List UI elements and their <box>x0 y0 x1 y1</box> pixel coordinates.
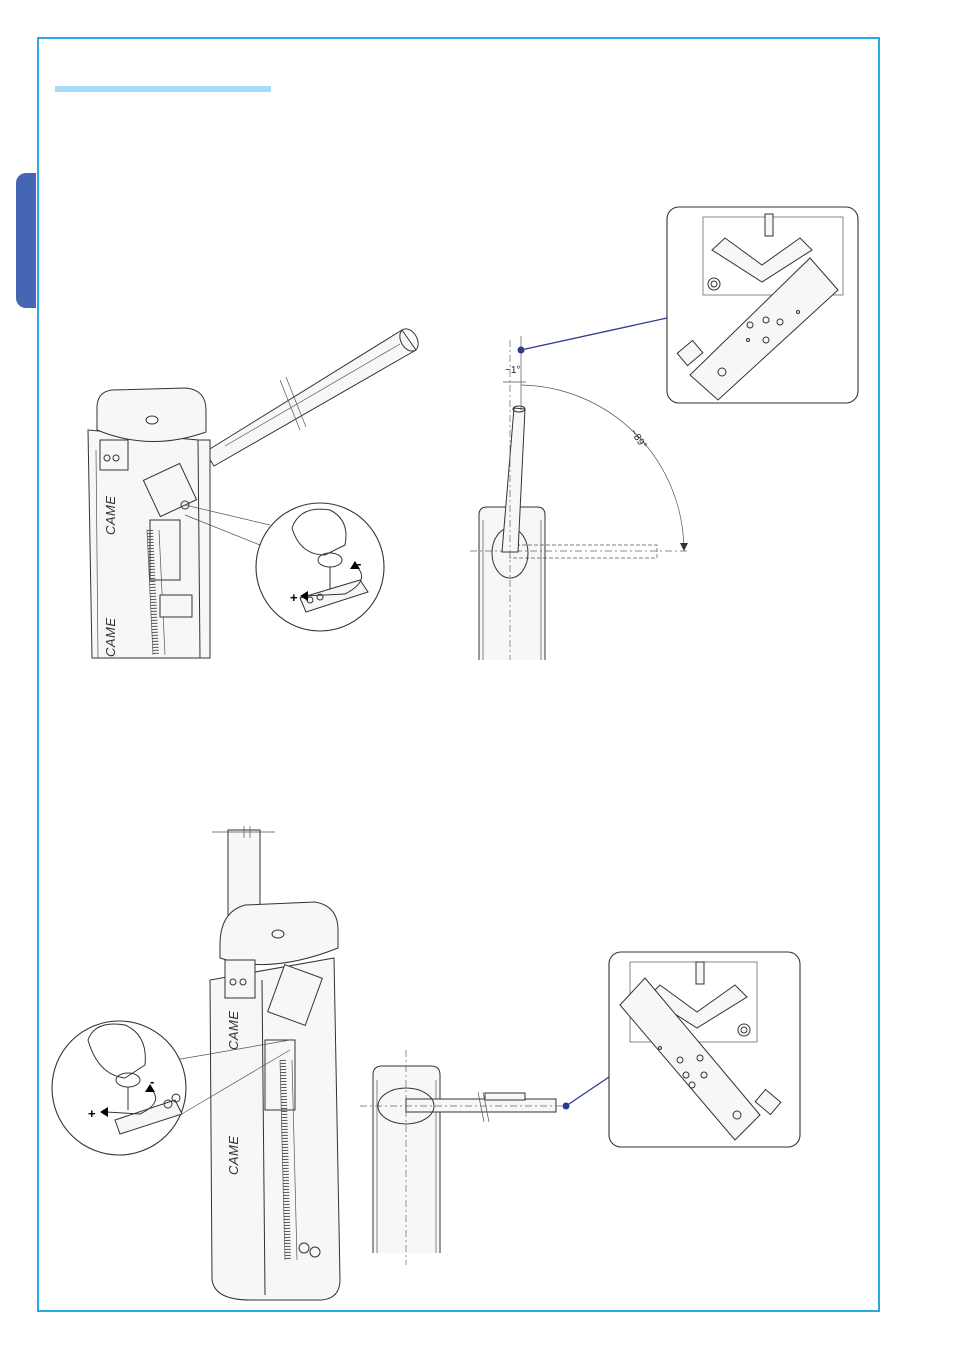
bottom-adjust-detail: + - <box>52 1021 186 1155</box>
top-barrier-unit-illustration: CAME CAME <box>88 326 422 658</box>
bottom-adjust-minus-symbol: - <box>150 1074 154 1089</box>
unit-brand-upper: CAME <box>103 495 118 535</box>
top-inset-detail <box>667 207 858 403</box>
adjust-plus-symbol: + <box>290 590 298 605</box>
angle-large-label: ~89° <box>628 427 649 450</box>
bottom-unit-brand-upper: CAME <box>226 1010 241 1050</box>
adjust-minus-symbol: - <box>357 556 361 571</box>
angle-small-label: ~1° <box>505 365 520 376</box>
bottom-unit-brand-lower: CAME <box>226 1135 241 1175</box>
bottom-adjust-plus-symbol: + <box>88 1106 96 1121</box>
unit-brand-lower: CAME <box>103 617 118 657</box>
top-side-view-diagram: ~1° ~89° <box>470 318 690 660</box>
bottom-inset-detail <box>609 952 800 1147</box>
top-adjust-detail: + - <box>256 503 384 631</box>
bottom-barrier-unit-illustration: CAME CAME <box>175 826 340 1300</box>
bottom-side-view-diagram <box>360 1050 609 1265</box>
